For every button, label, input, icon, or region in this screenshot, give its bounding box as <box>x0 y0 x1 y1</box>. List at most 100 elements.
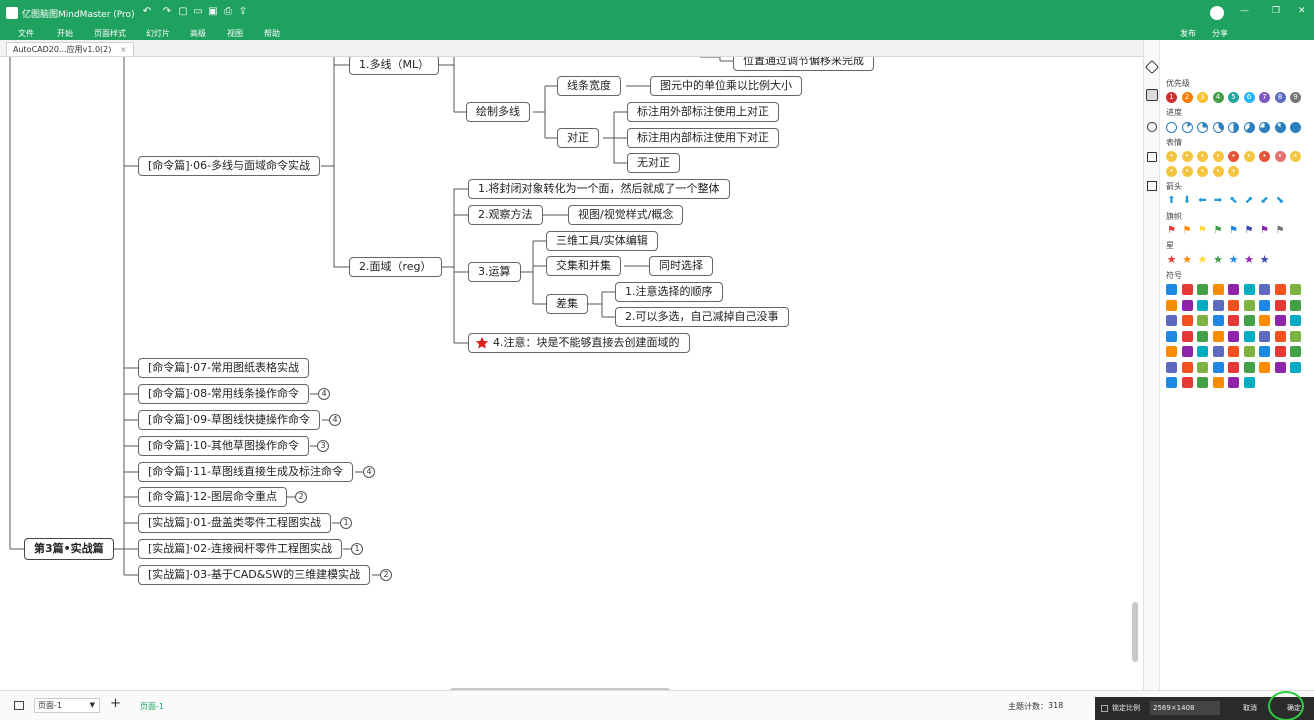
arrow-icon[interactable]: ⬇ <box>1182 195 1192 206</box>
menu-home[interactable]: 开始 <box>57 29 73 38</box>
node-cmd07[interactable]: [命令篇]·07-常用图纸表格实战 <box>138 358 310 378</box>
outline-icon[interactable] <box>1147 181 1157 191</box>
node-op-1[interactable]: 三维工具/实体编辑 <box>546 231 658 251</box>
redo-icon[interactable]: ↷ <box>162 6 172 17</box>
node-justify-none[interactable]: 无对正 <box>627 153 680 173</box>
symbol-icon[interactable] <box>1259 299 1270 311</box>
emoji-icon[interactable]: • <box>1212 151 1224 162</box>
emoji-icon[interactable]: • <box>1243 151 1255 162</box>
symbol-icon[interactable] <box>1274 299 1286 311</box>
symbol-icon[interactable] <box>1243 299 1255 311</box>
node-cmd12[interactable]: [命令篇]·12-图层命令重点 <box>138 487 288 507</box>
page-select[interactable]: 页面-1 ▼ <box>34 698 100 713</box>
emoji-icon[interactable]: • <box>1197 166 1208 177</box>
node-op-2[interactable]: 交集和并集 <box>546 256 621 276</box>
progress-icon[interactable] <box>1228 122 1239 133</box>
arrow-icon[interactable]: ⬉ <box>1229 195 1238 206</box>
symbol-icon[interactable] <box>1274 315 1286 326</box>
symbol-icon[interactable] <box>1243 377 1255 388</box>
node-root-part3[interactable]: 第3篇•实战篇 <box>24 538 114 560</box>
resolution-select[interactable]: 2569×1408 <box>1150 701 1220 715</box>
node-region-2-sub[interactable]: 视图/视觉样式/概念 <box>568 205 684 225</box>
priority-8-icon[interactable]: 8 <box>1274 92 1286 103</box>
node-justify-bottom[interactable]: 标注用内部标注使用下对正 <box>627 128 779 148</box>
star-icon[interactable]: ★ <box>1213 253 1223 266</box>
symbol-icon[interactable] <box>1290 315 1301 326</box>
page-list-icon[interactable] <box>14 701 24 710</box>
emoji-icon[interactable]: • <box>1181 166 1193 177</box>
open-file-icon[interactable]: ▭ <box>193 6 203 17</box>
window-minimize-button[interactable]: — <box>1240 6 1249 16</box>
priority-4-icon[interactable]: 4 <box>1212 92 1224 103</box>
flag-icon[interactable]: ⚑ <box>1244 225 1254 236</box>
flag-icon[interactable]: ⚑ <box>1198 225 1207 236</box>
symbol-icon[interactable] <box>1259 361 1270 373</box>
symbol-icon[interactable] <box>1290 299 1301 311</box>
symbol-icon[interactable] <box>1212 284 1224 295</box>
window-maximize-button[interactable]: ❐ <box>1272 6 1281 16</box>
symbol-icon[interactable] <box>1259 330 1270 342</box>
symbol-icon[interactable] <box>1274 361 1286 373</box>
priority-2-icon[interactable]: 2 <box>1181 92 1193 103</box>
vertical-scrollbar[interactable] <box>1132 602 1138 662</box>
arrow-icon[interactable]: ⬋ <box>1260 195 1269 206</box>
node-ml-top-cut[interactable]: 位置通过调节偏移来完成 <box>733 57 874 71</box>
symbol-icon[interactable] <box>1197 284 1208 295</box>
star-icon[interactable]: ★ <box>1228 253 1239 266</box>
flag-icon[interactable]: ⚑ <box>1229 225 1238 236</box>
symbol-icon[interactable] <box>1197 377 1208 388</box>
node-op-3[interactable]: 差集 <box>546 294 588 314</box>
progress-icon[interactable] <box>1212 122 1224 133</box>
symbol-icon[interactable] <box>1228 361 1239 373</box>
emoji-icon[interactable]: • <box>1197 151 1208 162</box>
attachment-count-badge[interactable]: 2 <box>295 491 307 503</box>
symbol-icon[interactable] <box>1212 361 1224 373</box>
arrow-icon[interactable]: ⬅ <box>1198 195 1207 206</box>
menu-page-style[interactable]: 页面样式 <box>94 29 126 38</box>
menu-view[interactable]: 视图 <box>227 29 243 38</box>
symbol-icon[interactable] <box>1212 330 1224 342</box>
clipart-icon[interactable] <box>1147 122 1157 132</box>
symbol-icon[interactable] <box>1243 361 1255 373</box>
progress-icon[interactable] <box>1243 122 1255 133</box>
document-tab[interactable]: AutoCAD20...应用v1.0(2) × <box>6 42 134 56</box>
symbol-icon[interactable] <box>1228 377 1239 388</box>
emoji-icon[interactable]: • <box>1166 166 1177 177</box>
menu-advanced[interactable]: 高级 <box>190 29 206 38</box>
symbol-icon[interactable] <box>1290 361 1301 373</box>
menu-slides[interactable]: 幻灯片 <box>146 29 170 38</box>
star-icon[interactable]: ★ <box>1244 253 1254 266</box>
star-icon[interactable]: ★ <box>1182 253 1192 266</box>
star-icon[interactable]: ★ <box>1197 253 1208 266</box>
save-icon[interactable]: ▣ <box>208 6 218 17</box>
symbol-icon[interactable] <box>1212 377 1224 388</box>
symbol-icon[interactable] <box>1166 361 1177 373</box>
emoji-icon[interactable]: • <box>1166 151 1177 162</box>
progress-icon[interactable] <box>1181 122 1193 133</box>
priority-5-icon[interactable]: 5 <box>1228 92 1239 103</box>
user-avatar[interactable] <box>1210 6 1224 20</box>
star-icon[interactable]: ★ <box>1259 253 1270 266</box>
new-file-icon[interactable]: ▢ <box>178 6 188 17</box>
symbol-icon[interactable] <box>1166 330 1177 342</box>
node-cmd08[interactable]: [命令篇]·08-常用线条操作命令 <box>138 384 310 404</box>
node-line-width-note[interactable]: 图元中的单位乘以比例大小 <box>650 76 802 96</box>
priority-6-icon[interactable]: 6 <box>1243 92 1255 103</box>
node-cmd10[interactable]: [命令篇]·10-其他草图操作命令 <box>138 436 310 456</box>
symbol-icon[interactable] <box>1181 315 1193 326</box>
node-region-2[interactable]: 2.观察方法 <box>468 205 543 225</box>
print-icon[interactable]: ⎙ <box>224 6 232 17</box>
page-tab[interactable]: 页面-1 <box>140 702 164 711</box>
arrow-icon[interactable]: ⬈ <box>1244 195 1254 206</box>
flag-icon[interactable]: ⚑ <box>1213 225 1223 236</box>
symbol-icon[interactable] <box>1181 284 1193 295</box>
symbol-icon[interactable] <box>1197 315 1208 326</box>
progress-icon[interactable] <box>1259 122 1270 133</box>
symbol-icon[interactable] <box>1243 330 1255 342</box>
symbol-icon[interactable] <box>1181 361 1193 373</box>
node-region-3[interactable]: 3.运算 <box>468 262 521 282</box>
node-cmd09[interactable]: [命令篇]·09-草图线快捷操作命令 <box>138 410 321 430</box>
symbol-icon[interactable] <box>1181 330 1193 342</box>
attachment-count-badge[interactable]: 2 <box>380 569 392 581</box>
node-justify[interactable]: 对正 <box>557 128 599 148</box>
